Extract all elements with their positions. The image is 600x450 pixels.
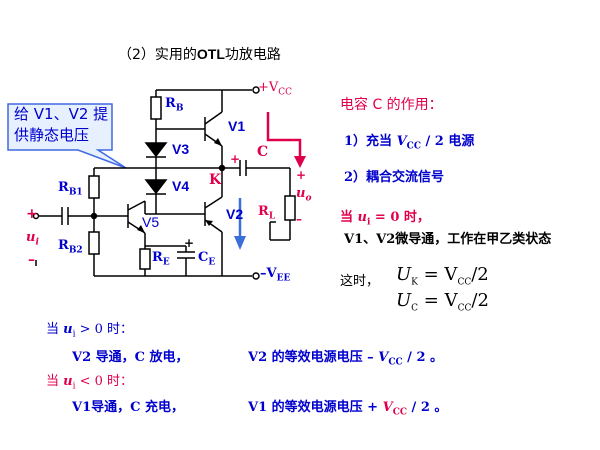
v5-label: V5: [142, 214, 160, 230]
ui-minus: –: [28, 252, 35, 268]
uo-plus: +: [296, 168, 307, 182]
zero-input-condition: 当 ui = 0 时，: [340, 210, 430, 228]
then-label: 这时，: [340, 274, 380, 289]
cap-role-item-2: 2）耦合交流信号: [344, 170, 445, 185]
ui-plus: +: [26, 206, 38, 222]
k-node-label: K: [209, 172, 222, 188]
ui-label: ui: [26, 230, 39, 248]
cap-role-heading: 电容 C 的作用：: [340, 97, 443, 113]
v1-label: V1: [228, 118, 246, 134]
equation-uk: UK = VCC/2: [396, 264, 489, 288]
ce-label: CE: [198, 250, 216, 268]
negative-input-state: V1导通，C 充电，: [72, 400, 185, 415]
title-prefix: （2）实用的: [118, 47, 197, 63]
vee-label: –VEE: [260, 266, 291, 284]
c-plus-label: +: [230, 152, 241, 166]
rb2-label: RB2: [58, 238, 83, 256]
positive-input-supply: V2 的等效电源电压 – VCC / 2 。: [248, 350, 444, 368]
quiescent-state: V1、V2微导通，工作在甲乙类状态: [344, 232, 552, 247]
page-title: （2）实用的OTL功放电路: [118, 44, 281, 64]
positive-input-state: V2 导通，C 放电，: [72, 350, 189, 365]
title-bold: OTL: [196, 46, 225, 62]
rb1-label: RB1: [58, 180, 83, 198]
v4-label: V4: [172, 178, 190, 194]
title-suffix: 功放电路: [224, 47, 281, 63]
charge-current-arrow: [266, 112, 302, 158]
negative-input-supply: V1 的等效电源电压 + VCC / 2 。: [248, 400, 448, 418]
positive-input-condition: 当 ui > 0 时：: [46, 322, 134, 340]
rl-label: RL: [258, 204, 276, 222]
c-cap-label: C: [257, 144, 269, 160]
negative-input-condition: 当 ui < 0 时：: [46, 374, 134, 392]
re-label: RE: [152, 250, 170, 268]
uo-label: uo: [296, 186, 312, 204]
uo-minus: –: [296, 212, 302, 226]
vcc-label: +VCC: [258, 80, 293, 98]
rb-label: RB: [165, 96, 184, 114]
v3-label: V3: [172, 141, 190, 157]
cap-role-item-1: 1）充当 VCC / 2 电源: [344, 134, 475, 152]
v2-label: V2: [226, 206, 244, 222]
ce-plus: +: [184, 236, 195, 250]
callout-text: 给 V1、V2 提供静态电压: [14, 105, 109, 144]
callout-bubble: [7, 103, 127, 169]
equation-uc: UC = VCC/2: [396, 290, 489, 314]
